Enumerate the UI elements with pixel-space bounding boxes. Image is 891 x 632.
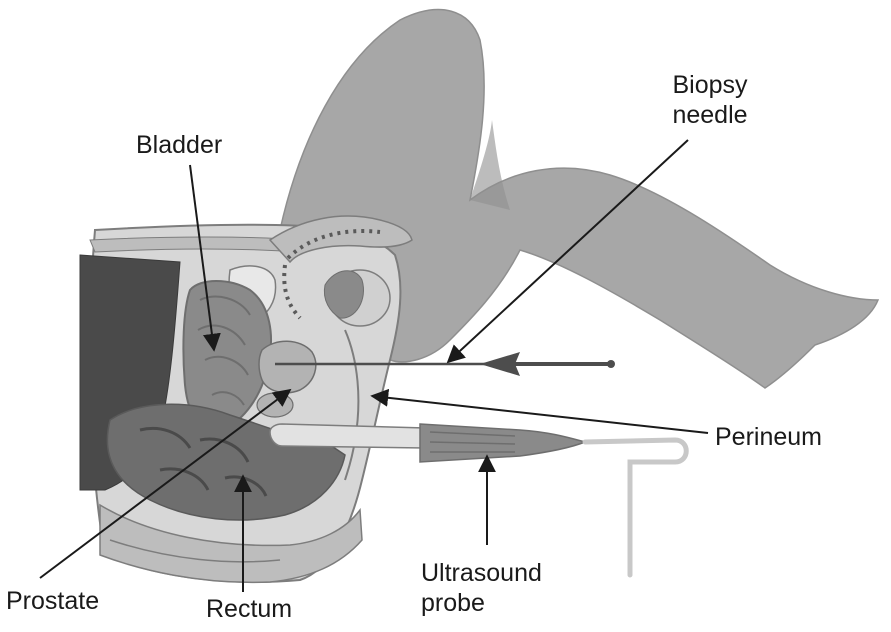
label-rectum: Rectum bbox=[206, 594, 292, 624]
label-prostate: Prostate bbox=[6, 586, 99, 616]
needle-barb bbox=[480, 352, 520, 376]
label-biopsy-needle-line1: Biopsy bbox=[640, 70, 780, 100]
label-biopsy-needle: Biopsy needle bbox=[640, 70, 780, 130]
label-bladder: Bladder bbox=[136, 130, 222, 160]
needle-end bbox=[607, 360, 615, 368]
label-ultrasound-probe-line2: probe bbox=[421, 588, 542, 618]
seminal-vesicle bbox=[257, 393, 293, 417]
label-perineum: Perineum bbox=[715, 422, 822, 452]
probe-cable bbox=[585, 440, 686, 575]
label-ultrasound-probe-line1: Ultrasound bbox=[421, 558, 542, 588]
label-biopsy-needle-line2: needle bbox=[640, 100, 780, 130]
probe-shaft bbox=[270, 424, 425, 448]
label-ultrasound-probe: Ultrasound probe bbox=[421, 558, 542, 618]
prostate bbox=[259, 341, 316, 393]
